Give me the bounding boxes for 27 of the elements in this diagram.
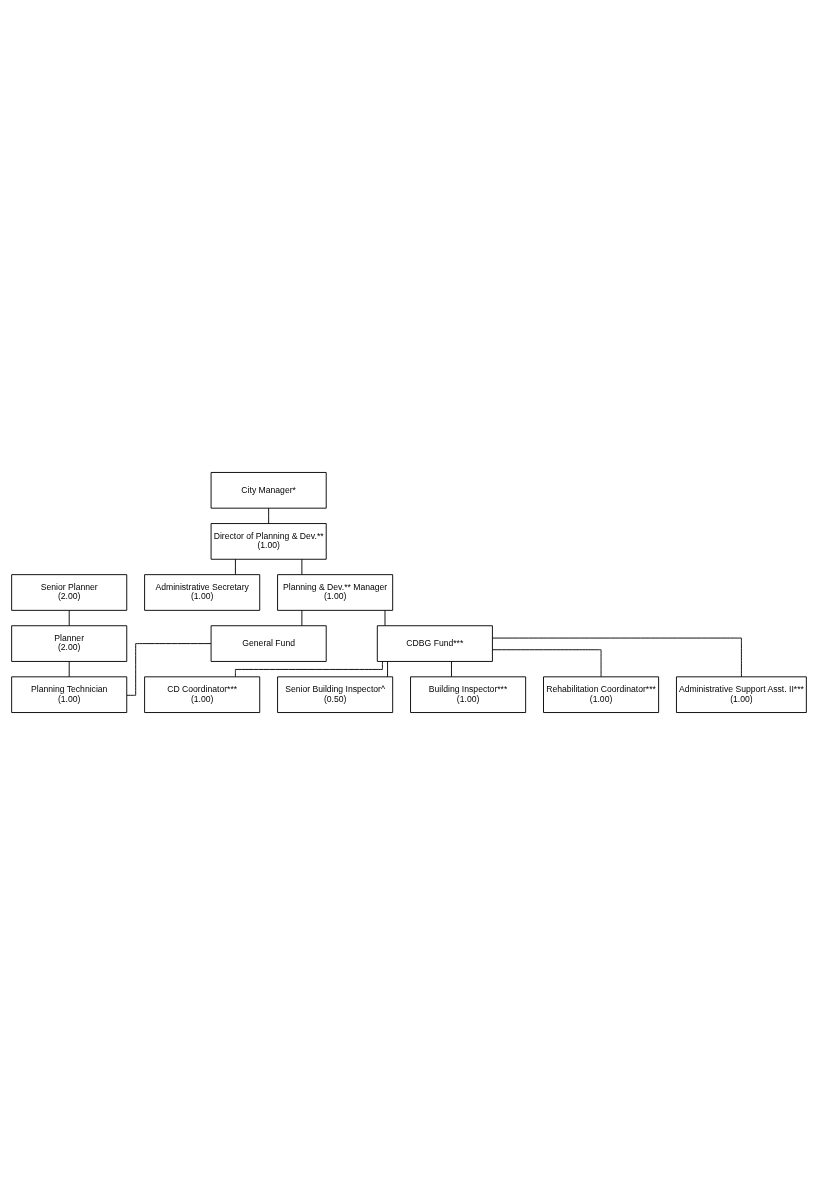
connector xyxy=(451,661,452,678)
node-box: Building Inspector*** (1.00) xyxy=(410,676,527,713)
node-box: Planner (2.00) xyxy=(11,625,128,662)
connector xyxy=(384,609,386,627)
connector xyxy=(68,609,70,627)
node-box: Senior Planner (2.00) xyxy=(11,574,128,611)
node-box: Rehabilitation Coordinator*** (1.00) xyxy=(543,676,660,713)
connector xyxy=(268,507,270,524)
connector xyxy=(68,661,70,678)
connector xyxy=(234,558,236,575)
node-box: City Manager* xyxy=(210,472,327,509)
connector xyxy=(492,649,602,678)
node-box: Director of Planning & Dev.** (1.00) xyxy=(210,523,327,560)
node-box: Administrative Support Asst. II*** (1.00) xyxy=(676,676,807,713)
connector xyxy=(126,643,212,696)
node-box: CDBG Fund*** xyxy=(376,625,493,662)
node-box: Planning Technician (1.00) xyxy=(11,676,128,713)
node-box: Senior Building Inspector^ (0.50) xyxy=(277,676,394,713)
connector xyxy=(234,661,383,678)
node-box: CD Coordinator*** (1.00) xyxy=(144,676,261,713)
node-box: Administrative Secretary (1.00) xyxy=(144,574,261,611)
connector xyxy=(301,609,303,627)
node-box: Planning & Dev.** Manager (1.00) xyxy=(277,574,394,611)
connector xyxy=(387,661,388,678)
connector xyxy=(492,637,742,678)
node-box: General Fund xyxy=(210,625,327,662)
connector xyxy=(301,558,303,575)
